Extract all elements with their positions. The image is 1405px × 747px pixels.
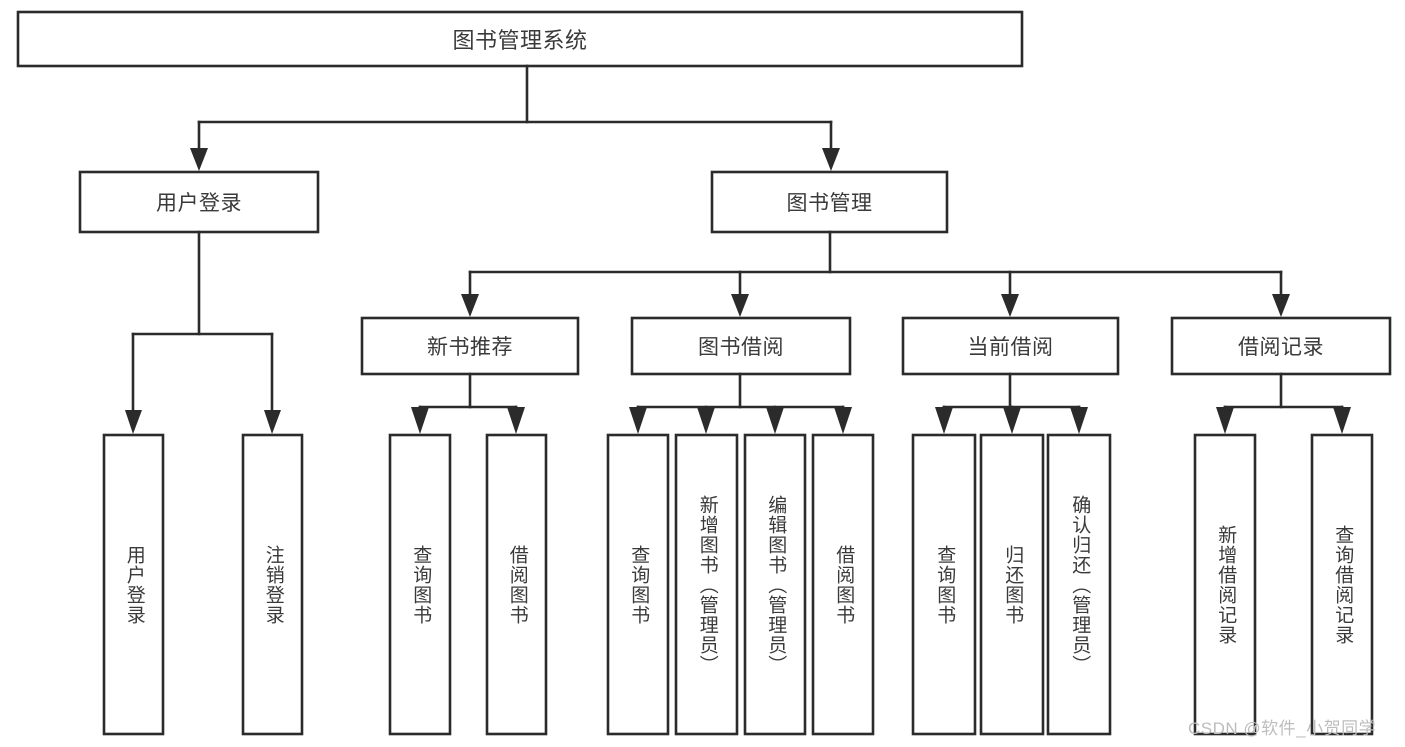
leaf-borrow-book-1-box[interactable] bbox=[485, 433, 548, 736]
leaf-add-record-box[interactable] bbox=[1193, 433, 1257, 736]
node-new-book-recommend-box[interactable] bbox=[360, 316, 580, 376]
leaf-query-record-box[interactable] bbox=[1310, 433, 1374, 736]
arrow-head-new-book-recommend bbox=[461, 294, 479, 317]
connector-root-to-level1 bbox=[190, 64, 840, 171]
connector-new-book-recommend-to-leaves bbox=[411, 372, 525, 434]
connector-user-login-to-leaves bbox=[125, 230, 281, 434]
leaf-edit-book-box[interactable] bbox=[743, 433, 807, 736]
arrow-head-leaf-logout-login bbox=[264, 410, 281, 434]
arrow-head-current-borrow bbox=[1001, 294, 1019, 317]
arrow-head-leaf-query-book-3 bbox=[935, 407, 953, 434]
leaf-confirm-return-box[interactable] bbox=[1046, 433, 1112, 736]
arrow-head-borrow-record bbox=[1272, 294, 1290, 317]
leaf-add-book-box[interactable] bbox=[674, 433, 739, 736]
leaf-user-login-box[interactable] bbox=[102, 433, 165, 736]
leaf-query-book-1-box[interactable] bbox=[388, 433, 452, 736]
leaf-logout-login-box[interactable] bbox=[241, 433, 304, 736]
node-book-borrow-box[interactable] bbox=[630, 316, 852, 376]
node-current-borrow-box[interactable] bbox=[901, 316, 1120, 376]
arrow-head-book-borrow bbox=[731, 294, 749, 317]
connector-book-manage-to-level2 bbox=[461, 230, 1290, 317]
arrow-head-leaf-borrow-book-2 bbox=[834, 407, 852, 434]
arrow-head-leaf-add-record bbox=[1216, 407, 1234, 434]
arrow-head-user-login bbox=[190, 148, 208, 171]
arrow-head-leaf-query-book-2 bbox=[629, 407, 647, 434]
node-book-manage-box[interactable] bbox=[710, 170, 949, 234]
connector-current-borrow-to-leaves bbox=[935, 372, 1088, 434]
arrow-head-book-manage bbox=[822, 148, 840, 171]
arrow-head-leaf-add-book bbox=[697, 407, 715, 434]
arrow-head-leaf-confirm-return bbox=[1070, 407, 1088, 434]
node-borrow-record-box[interactable] bbox=[1170, 316, 1392, 376]
arrow-head-leaf-return-book bbox=[1003, 407, 1021, 434]
arrow-head-leaf-borrow-book-1 bbox=[507, 407, 525, 434]
leaf-return-book-box[interactable] bbox=[979, 433, 1045, 736]
node-root-box[interactable] bbox=[16, 10, 1024, 68]
leaf-query-book-2-box[interactable] bbox=[606, 433, 670, 736]
arrow-head-leaf-query-record bbox=[1333, 407, 1351, 434]
node-user-login-box[interactable] bbox=[78, 170, 320, 234]
arrow-head-leaf-user-login bbox=[125, 410, 142, 434]
leaf-query-book-3-box[interactable] bbox=[911, 433, 977, 736]
connector-borrow-record-to-leaves bbox=[1216, 372, 1351, 434]
arrow-head-leaf-edit-book bbox=[766, 407, 784, 434]
connector-book-borrow-to-leaves bbox=[629, 372, 852, 434]
arrow-head-leaf-query-book-1 bbox=[411, 407, 429, 434]
leaf-borrow-book-2-box[interactable] bbox=[811, 433, 875, 736]
